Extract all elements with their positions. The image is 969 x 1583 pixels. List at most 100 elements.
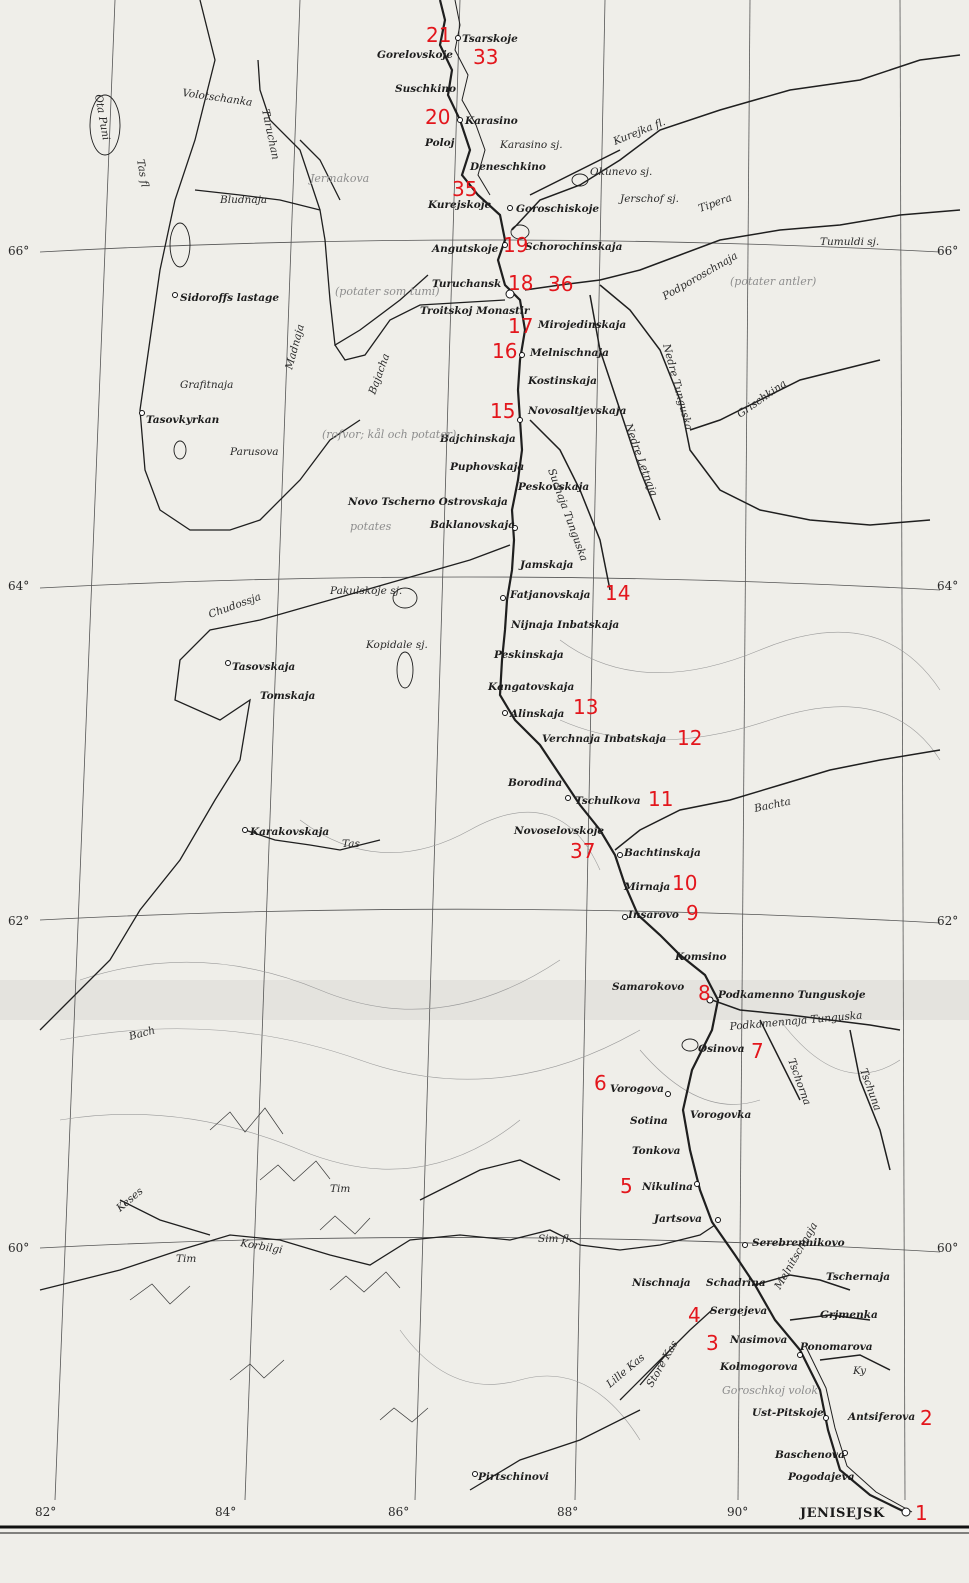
river-volotschanka: Volotschanka xyxy=(182,87,254,109)
place-tasovskaja: Tasovskaja xyxy=(232,661,295,673)
river-tas: Tas fl xyxy=(134,158,151,188)
place-baklanovskaja: Baklanovskaja xyxy=(429,519,515,531)
red-markers: 1 2 3 4 5 6 7 8 9 10 11 12 13 14 15 16 1… xyxy=(425,23,933,1525)
marker-21: 21 xyxy=(426,23,451,47)
place-tschulkova: Tschulkova xyxy=(575,795,641,807)
place-deneschkino: Deneschkino xyxy=(469,161,546,173)
place-mirojedinskaja: Mirojedinskaja xyxy=(537,319,626,331)
place-tschernaja: Tschernaja xyxy=(826,1271,890,1283)
place-jartsova: Jartsova xyxy=(652,1213,702,1225)
river-nedre-tunguska: Nedre Tunguska xyxy=(660,342,695,432)
place-kostinskaja: Kostinskaja xyxy=(527,375,597,387)
pencil-note-goroschkoj: Goroschkoj volok xyxy=(722,1384,818,1397)
marker-2: 2 xyxy=(920,1406,933,1430)
western-rivers xyxy=(39,0,716,1491)
river-parusova: Parusova xyxy=(229,446,279,458)
marker-16: 16 xyxy=(492,339,517,363)
place-tonkova: Tonkova xyxy=(632,1145,681,1157)
lat-label-62-right: 62° xyxy=(937,914,958,928)
place-serebrennikovo: Serebrennikovo xyxy=(752,1237,845,1249)
river-nedre-letnaja: Nedre Letnaja xyxy=(622,421,660,498)
place-novo-tscherno-ostrovskaja: Novo Tscherno Ostrovskaja xyxy=(347,496,508,508)
river-chudossja: Chudossja xyxy=(207,591,263,621)
pencil-note-potates: potates xyxy=(350,520,392,533)
place-ust-pitskoje: Ust-Pitskoje xyxy=(752,1407,824,1419)
place-mirnaja: Mirnaja xyxy=(623,881,670,893)
lake-pakulskoje: Pakulskoje sj. xyxy=(329,585,402,597)
river-grischkina: Grischkina xyxy=(735,378,789,421)
place-vorogova: Vorogova xyxy=(610,1083,664,1095)
lat-label-64-right: 64° xyxy=(937,579,958,593)
place-kangatovskaja: Kangatovskaja xyxy=(487,681,574,693)
place-alinskaja: Alinskaja xyxy=(509,708,565,720)
place-schorochinskaja: Schorochinskaja xyxy=(525,241,623,253)
river-kurejka: Kurejka fl. xyxy=(611,116,668,148)
place-goroschiskoje: Goroschiskoje xyxy=(516,203,599,215)
place-novosaltjevskaja: Novosaltjevskaja xyxy=(527,405,627,417)
river-madnaja: Madnaja xyxy=(283,323,307,372)
longitude-lines xyxy=(54,0,906,1501)
place-nasimova: Nasimova xyxy=(729,1334,788,1346)
river-grafitnaja: Grafitnaja xyxy=(180,379,233,391)
place-bachtinskaja: Bachtinskaja xyxy=(623,847,701,859)
river-lille-kas: Lille Kas xyxy=(603,1351,647,1391)
river-bludnaja: Bludnaja xyxy=(219,194,267,206)
river-store-kas: Store Kas xyxy=(644,1338,681,1389)
place-peskinskaja: Peskinskaja xyxy=(493,649,564,661)
marker-17: 17 xyxy=(508,314,533,338)
place-schadrina: Schadrina xyxy=(706,1277,766,1289)
place-nischnaja: Nischnaja xyxy=(631,1277,691,1289)
place-tasovkyrkan: Tasovkyrkan xyxy=(146,414,219,426)
pencil-note-rofvor: (rofvor; kål och potater) xyxy=(322,428,456,441)
marker-9: 9 xyxy=(686,901,699,925)
lon-label-84: 84° xyxy=(215,1505,236,1519)
lake-karasino: Karasino sj. xyxy=(499,139,563,151)
place-melnischnaja: Melnischnaja xyxy=(529,347,609,359)
place-sotina: Sotina xyxy=(630,1115,668,1127)
place-nijnaja-inbatskaja: Nijnaja Inbatskaja xyxy=(510,619,619,631)
river-turuchan: Turuchan xyxy=(259,108,281,161)
lat-label-62-left: 62° xyxy=(8,914,29,928)
place-names: JENISEJSK Pogodajeva Baschenova Antsifer… xyxy=(146,33,915,1521)
longitude-labels: 82° 84° 86° 88° 90° xyxy=(35,1505,748,1519)
pencil-note-potater-1: (potater som tumi) xyxy=(335,285,440,298)
marker-33: 33 xyxy=(473,45,498,69)
place-baschenova: Baschenova xyxy=(774,1449,845,1461)
marker-8: 8 xyxy=(698,981,711,1005)
lon-label-82: 82° xyxy=(35,1505,56,1519)
lake-tumuldi: Tumuldi sj. xyxy=(820,236,879,248)
place-karakovskaja: Karakovskaja xyxy=(249,826,329,838)
marker-18: 18 xyxy=(508,271,533,295)
marker-15: 15 xyxy=(490,399,515,423)
place-borodina: Borodina xyxy=(507,777,562,789)
place-sidoroffs-lastage: Sidoroffs lastage xyxy=(180,292,279,304)
lake-jerschof: Jerschof sj. xyxy=(618,193,679,205)
marker-5: 5 xyxy=(620,1174,633,1198)
marker-20: 20 xyxy=(425,105,450,129)
lon-label-90: 90° xyxy=(727,1505,748,1519)
pencil-annotations: (potater som tumi) (potater antler) (rof… xyxy=(308,172,818,1397)
place-antsiferova: Antsiferova xyxy=(847,1411,915,1423)
lat-label-64-left: 64° xyxy=(8,579,29,593)
place-troitskoj-monastir: Troitskoj Monastir xyxy=(420,305,531,317)
marker-3: 3 xyxy=(706,1331,719,1355)
place-osinova: Osinova xyxy=(698,1043,745,1055)
place-turuchansk: Turuchansk xyxy=(432,278,501,290)
lake-ota-puni: Ota Puni xyxy=(92,93,112,141)
marker-35: 35 xyxy=(452,177,477,201)
jenisej-river xyxy=(438,0,913,1513)
place-peskovskaja: Peskovskaja xyxy=(517,481,589,493)
place-poloj: Poloj xyxy=(424,137,455,149)
river-sim: Sim fl. xyxy=(538,1233,572,1245)
place-podkamenno-tunguskoje: Podkamenno Tunguskoje xyxy=(717,989,866,1001)
eastern-rivers xyxy=(511,54,961,1371)
lon-label-88: 88° xyxy=(557,1505,578,1519)
marker-19: 19 xyxy=(503,233,528,257)
place-komsino: Komsino xyxy=(674,951,727,963)
place-kurejskoje: Kurejskoje xyxy=(427,199,492,211)
pencil-note-potater-2: (potater antler) xyxy=(730,275,816,288)
lake-kopidale: Kopidale sj. xyxy=(365,639,428,651)
marker-36: 36 xyxy=(548,272,573,296)
